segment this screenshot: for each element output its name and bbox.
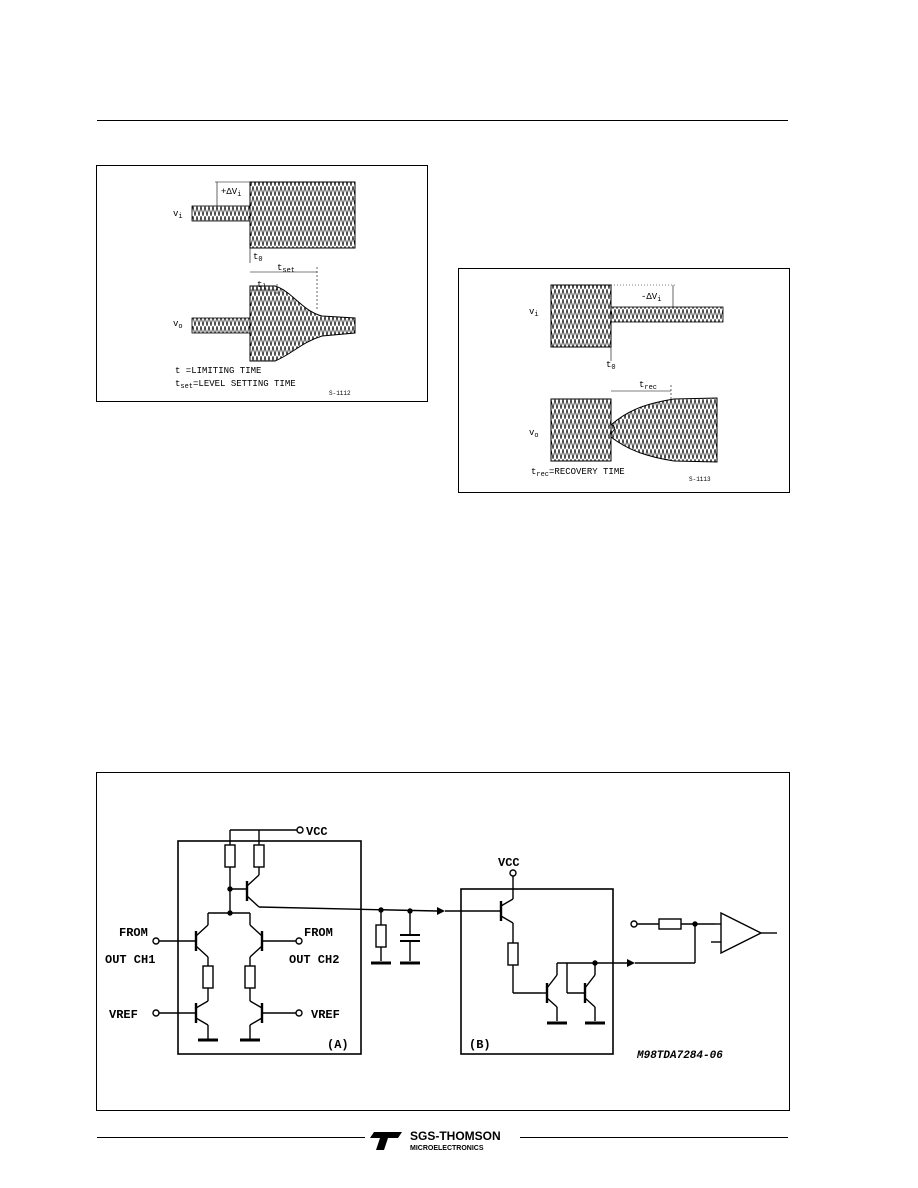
- vo-burst: [249, 285, 356, 362]
- footer-rule-left: [97, 1137, 365, 1138]
- vref-right-label: VREF: [311, 1008, 340, 1022]
- resistor-r1: [224, 844, 236, 868]
- legend-limiting: t =LIMITING TIME: [175, 366, 261, 376]
- tset-label: tset: [277, 263, 295, 275]
- block-a-label: (A): [327, 1038, 349, 1052]
- legend-level-setting: tset=LEVEL SETTING TIME: [175, 379, 296, 391]
- figure-code: S-1112: [329, 390, 351, 397]
- out-ch1-label: OUT CH1: [105, 953, 155, 967]
- block-b-label: (B): [469, 1038, 491, 1052]
- vi-label: vi: [529, 307, 539, 319]
- brand-name: SGS-THOMSON: [410, 1129, 501, 1143]
- vo-label: vo: [173, 319, 183, 331]
- t0-label: t0: [606, 360, 616, 372]
- from-ch2-label: FROM: [304, 926, 333, 940]
- st-logo: SGS-THOMSON MICROELECTRONICS: [368, 1128, 520, 1154]
- block-b-resistor: [507, 942, 519, 966]
- vi-small-signal: [191, 205, 251, 222]
- emitter-resistor-2: [244, 965, 256, 989]
- vo-recovery: [610, 397, 718, 463]
- vi-large-signal: [550, 284, 612, 348]
- vo-label: vo: [529, 428, 539, 440]
- comparator-resistor: [658, 918, 682, 930]
- vcc-a-label: VCC: [306, 825, 328, 839]
- dvi-label: +ΔVi: [221, 187, 241, 199]
- legend-recovery: trec=RECOVERY TIME: [531, 467, 625, 479]
- trec-label: trec: [639, 380, 657, 392]
- circuit-code: M98TDA7284-06: [636, 1050, 723, 1062]
- resistor-r2: [253, 844, 265, 868]
- vo-small-signal: [191, 317, 251, 334]
- t0-label: t0: [253, 252, 263, 264]
- block-b-outline: [460, 888, 614, 1055]
- vi-label: vi: [173, 209, 183, 221]
- level-setting-figure: +ΔVi vi t0 tset tl vo t =LIMITING TIME t…: [96, 165, 428, 402]
- brand-sub: MICROELECTRONICS: [410, 1145, 484, 1152]
- dvi-label: -ΔVi: [641, 292, 661, 304]
- vi-small-signal: [610, 306, 724, 323]
- recovery-figure: -ΔVi vi t0 trec vo trec=RECOVERY TIME S-…: [458, 268, 790, 493]
- filter-resistor: [375, 924, 387, 948]
- circuit-figure: VCC FROM: [96, 772, 790, 1111]
- st-logo-icon: [370, 1132, 402, 1150]
- figure-code: S-1113: [689, 476, 711, 483]
- out-ch2-label: OUT CH2: [289, 953, 339, 967]
- vref-left-label: VREF: [109, 1008, 138, 1022]
- vcc-b-label: VCC: [498, 856, 520, 870]
- from-ch1-label: FROM: [119, 926, 148, 940]
- block-a-outline: [177, 840, 362, 1055]
- vi-large-signal: [249, 181, 356, 249]
- comparator-symbol: [720, 911, 763, 955]
- emitter-resistor-1: [202, 965, 214, 989]
- header-rule: [97, 120, 788, 121]
- vo-pre-signal: [550, 398, 612, 462]
- footer-rule-right: [520, 1137, 788, 1138]
